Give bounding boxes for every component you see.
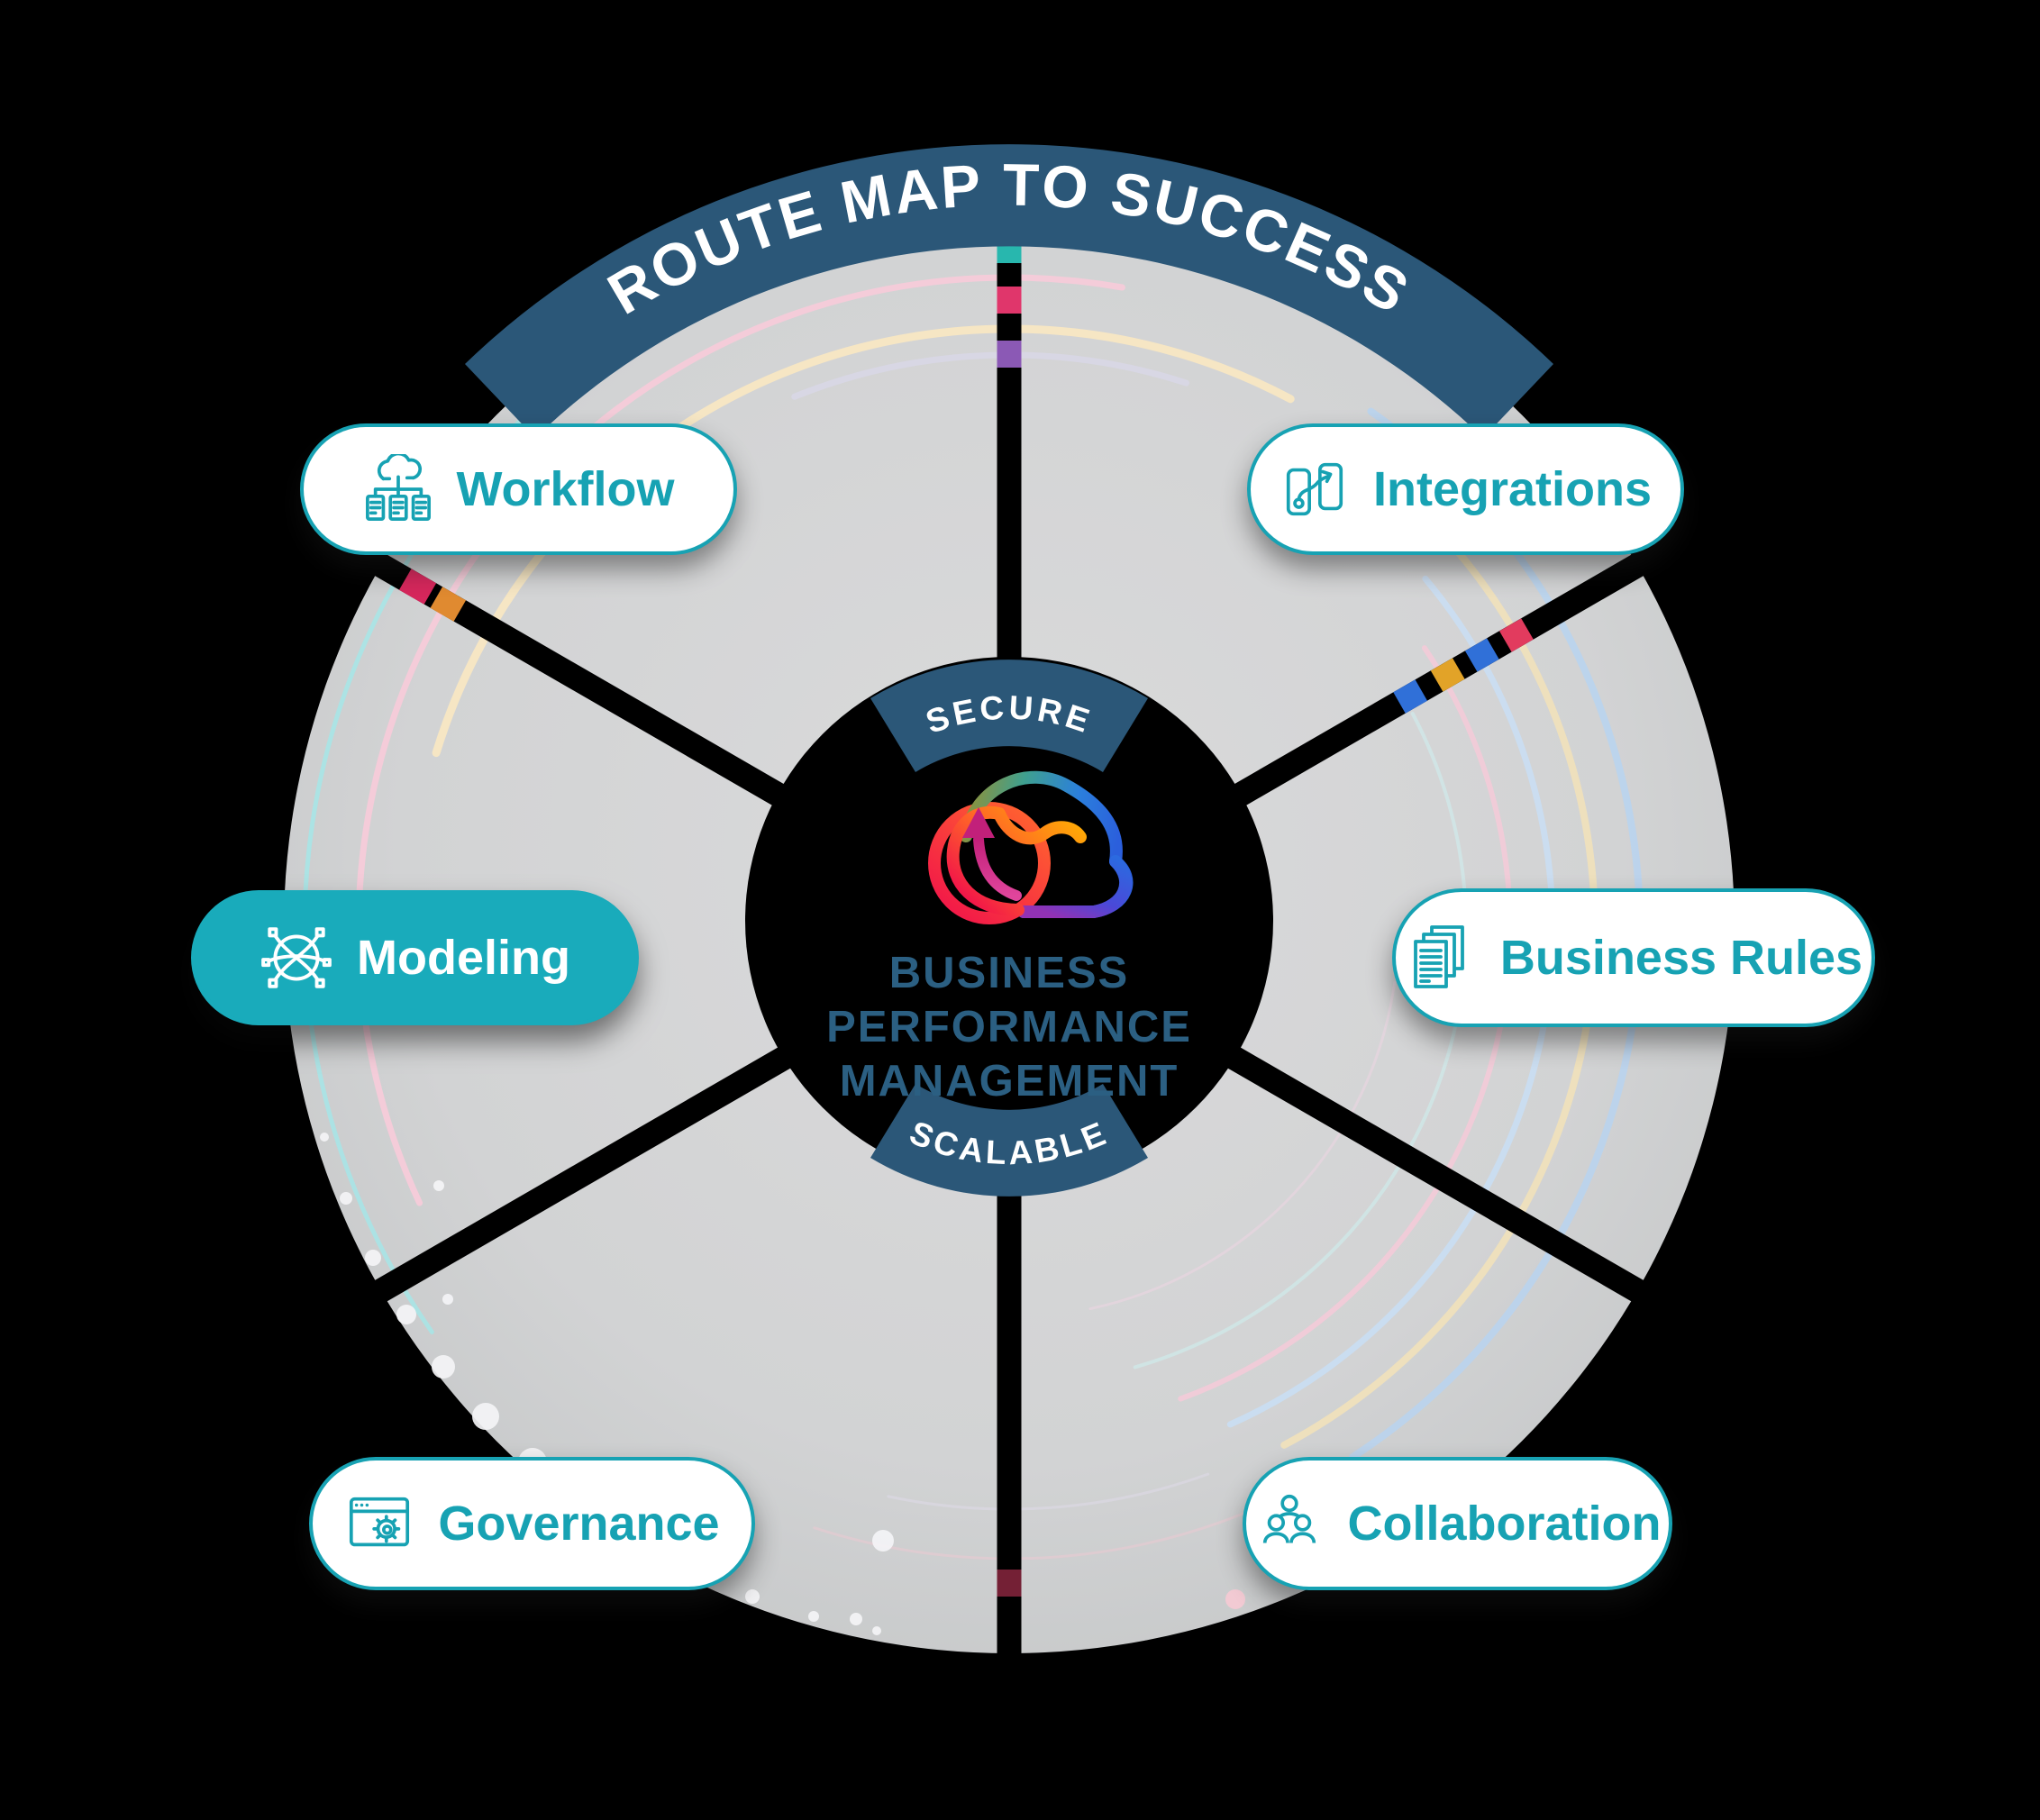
segment-label: Workflow (456, 462, 675, 516)
segment-pill-modeling[interactable]: Modeling (191, 890, 639, 1025)
segment-pill-integrations[interactable]: Integrations (1247, 423, 1684, 555)
segment-label: Modeling (357, 931, 570, 985)
segment-pill-governance[interactable]: Governance (309, 1457, 755, 1590)
segment-pill-collaboration[interactable]: Collaboration (1243, 1457, 1672, 1590)
segment-pill-business-rules[interactable]: Business Rules (1392, 888, 1875, 1027)
hub-title-line: PERFORMANCE (826, 1003, 1192, 1051)
scalable-ribbon: SCALABLE (870, 1084, 1148, 1197)
hub-title-line: BUSINESS (888, 949, 1130, 997)
spoke-color-ticks (398, 236, 1534, 1597)
hub-title: BUSINESS PERFORMANCE MANAGEMENT (739, 946, 1280, 1108)
window-gear-icon (344, 1488, 414, 1559)
segment-label: Business Rules (1499, 931, 1863, 985)
sphere-model-icon (260, 921, 333, 995)
segment-label: Collaboration (1347, 1497, 1662, 1551)
segment-label: Governance (438, 1497, 720, 1551)
cloud-network-icon (363, 454, 433, 524)
segment-pill-workflow[interactable]: Workflow (300, 423, 737, 555)
integration-flow-icon (1280, 454, 1350, 524)
cloud-arrow-logo-icon (928, 770, 1134, 924)
segment-label: Integrations (1372, 462, 1653, 516)
documents-icon (1405, 922, 1477, 994)
secure-ribbon: SECURE (870, 660, 1148, 772)
people-icon (1254, 1488, 1325, 1559)
hub-title-line: MANAGEMENT (839, 1057, 1179, 1106)
